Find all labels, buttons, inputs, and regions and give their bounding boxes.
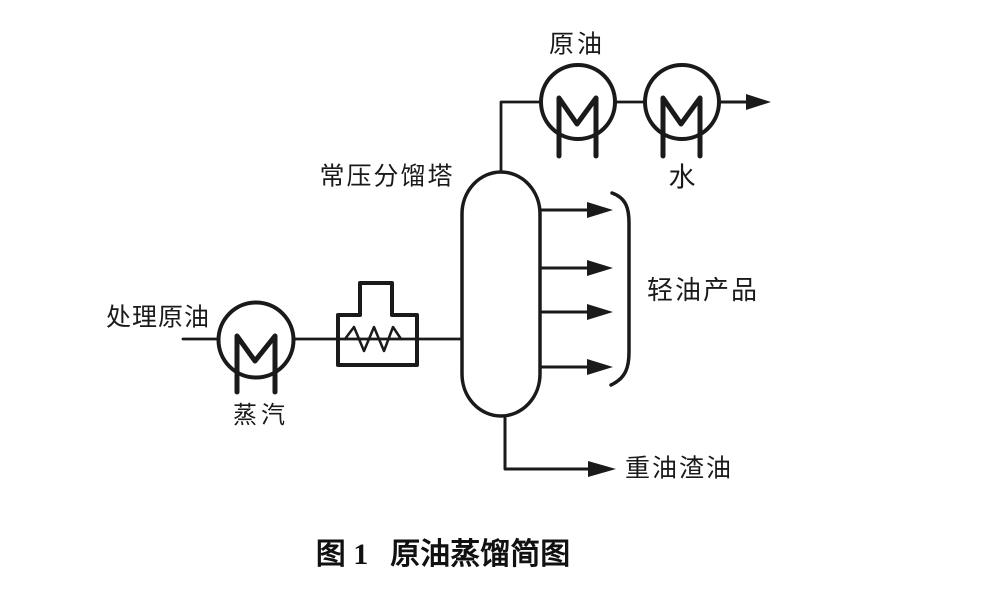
- heat-exchanger-water-icon: [643, 63, 721, 141]
- light-products-bracket-icon: [609, 191, 631, 387]
- label-light-oil-products: 轻油产品: [646, 276, 760, 305]
- overhead-outlet-arrowhead-icon: [746, 94, 771, 110]
- overhead-vapor-line: [499, 100, 543, 174]
- heat-exchanger-crude-m-symbol: [556, 95, 599, 159]
- furnace-icon: [336, 281, 419, 367]
- heat-exchanger-steam-icon: [216, 300, 296, 380]
- furnace-coil-zigzag-icon: [343, 325, 403, 353]
- figure-caption-title: 原油蒸馏简图: [390, 538, 571, 571]
- label-steam: 蒸汽: [233, 403, 289, 429]
- heat-exchanger-crude-icon: [539, 63, 617, 141]
- label-fractionation-column: 常压分馏塔: [319, 163, 455, 191]
- fractionation-column-vessel: [460, 170, 542, 418]
- heat-exchanger-water-m-symbol: [660, 95, 703, 159]
- label-water: 水: [668, 162, 696, 193]
- figure-caption-number: 图 1: [315, 538, 369, 571]
- label-crude-oil: 原油: [548, 31, 606, 59]
- heat-exchanger-steam-m-symbol: [234, 333, 278, 395]
- bottoms-outlet-line: [503, 416, 592, 471]
- bottoms-outlet-arrowhead-icon: [588, 461, 616, 477]
- side-draw-arrows: [538, 202, 613, 375]
- figure-caption: 图 1 原油蒸馏简图: [316, 529, 571, 573]
- label-treated-crude-feed: 处理原油: [105, 304, 211, 332]
- label-heavy-oil-residue: 重油渣油: [624, 455, 734, 483]
